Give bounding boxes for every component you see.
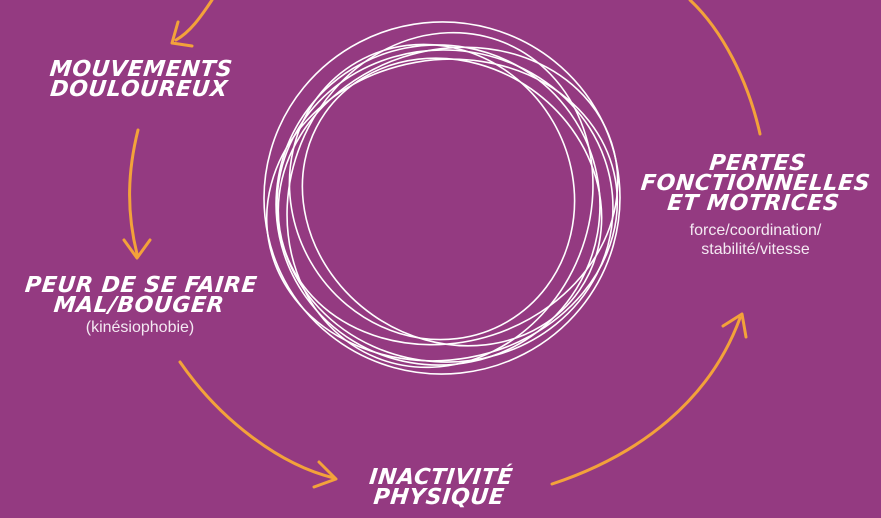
node-mouvements-douloureux: MOUVEMENTS DOULOUREUX [30,60,250,100]
node-inactivite-physique: INACTIVITÉ PHYSIQUE [320,468,560,508]
node-pertes-fonctionnelles: PERTES FONCTIONNELLES ET MOTRICES force/… [633,154,878,259]
arrow-inactivite-to-pertes [552,318,740,484]
node-peur-subtitle: (kinésiophobie) [5,319,275,337]
node-mouvements-title: MOUVEMENTS DOULOUREUX [28,60,252,100]
node-pertes-title: PERTES FONCTIONNELLES ET MOTRICES [630,154,881,215]
node-peur-de-se-faire-mal: PEUR DE SE FAIRE MAL/BOUGER (kinésiophob… [5,276,275,337]
arrow-pertes-to-top [690,0,760,134]
node-peur-title: PEUR DE SE FAIRE MAL/BOUGER [3,276,277,316]
arrow-into-mouvements [176,0,212,40]
node-pertes-subtitle: force/coordination/ stabilité/vitesse [633,221,878,259]
arrow-mouvements-to-peur [130,130,138,254]
arrowhead-into-mouvements [172,22,192,46]
center-scribble [236,0,658,414]
arrow-peur-to-inactivite [180,362,334,478]
node-inactivite-title: INACTIVITÉ PHYSIQUE [318,468,562,508]
